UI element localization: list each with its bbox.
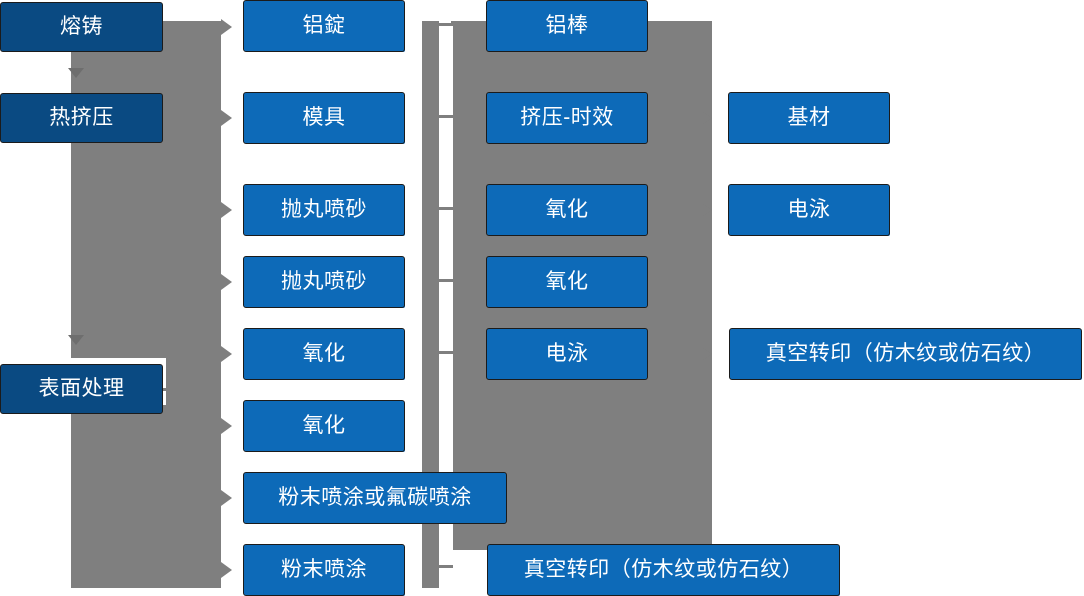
treatment-label-electrophoresis: 电泳 [545, 342, 589, 366]
op-label-powder-or-fluorocarbon: 粉末喷涂或氟碳喷涂 [278, 486, 472, 510]
op-label-shot-blasting-2: 抛丸喷砂 [281, 270, 367, 294]
op-label-powder-coating: 粉末喷涂 [281, 558, 367, 582]
stage-label-surface-treatment: 表面处理 [38, 377, 125, 401]
op-label-mold: 模具 [302, 106, 346, 130]
op-box-mold[interactable]: 模具 [243, 92, 405, 144]
arrow-to-op-8 [221, 562, 232, 578]
connector-tick-3 [439, 207, 453, 210]
arrow-to-op-2 [221, 110, 232, 126]
op-label-oxidation-1: 氧化 [302, 342, 346, 366]
arrow-to-result-2 [703, 204, 712, 216]
treatment-box-vacuum-transfer[interactable]: 真空转印（仿木纹或仿石纹） [487, 544, 840, 596]
arrow-to-op-7 [221, 490, 232, 506]
chevron-down-extrusion [68, 335, 84, 345]
stage-label-melting: 熔铸 [60, 15, 103, 39]
connector-tick-5 [439, 351, 453, 354]
treatment-box-oxidation-2[interactable]: 氧化 [486, 256, 648, 308]
arrow-to-op-3 [221, 202, 232, 218]
op-label-aluminum-ingot: 铝錠 [302, 14, 346, 38]
treatment-label-aluminum-bar: 铝棒 [545, 14, 589, 38]
treatment-label-extrusion-aging: 挤压-时效 [520, 106, 614, 130]
treatment-box-aluminum-bar[interactable]: 铝棒 [486, 0, 648, 52]
op-box-oxidation-1[interactable]: 氧化 [243, 328, 405, 380]
chevron-down-melting [68, 68, 84, 78]
result-label-electrophoresis: 电泳 [787, 198, 831, 222]
connector-bar-gap-1 [439, 26, 453, 115]
treatment-label-oxidation-2: 氧化 [545, 270, 589, 294]
result-box-base-material[interactable]: 基材 [728, 92, 890, 144]
stage-box-surface-treatment[interactable]: 表面处理 [0, 364, 163, 414]
op-label-oxidation-2: 氧化 [302, 414, 346, 438]
connector-bar-gap-4 [439, 282, 453, 351]
op-label-shot-blasting-1: 抛丸喷砂 [281, 198, 367, 222]
treatment-box-oxidation-1[interactable]: 氧化 [486, 184, 648, 236]
result-box-electrophoresis[interactable]: 电泳 [728, 184, 890, 236]
connector-tick-1 [439, 23, 453, 26]
arrow-to-op-4 [221, 274, 232, 290]
connector-tick-2 [439, 115, 453, 118]
op-box-powder-coating[interactable]: 粉末喷涂 [243, 544, 405, 596]
treatment-box-extrusion-aging[interactable]: 挤压-时效 [486, 92, 648, 144]
connector-bar-narrow [422, 21, 439, 588]
arrow-to-op-6 [221, 418, 232, 434]
op-box-aluminum-ingot[interactable]: 铝錠 [243, 0, 405, 52]
treatment-label-vacuum-transfer: 真空转印（仿木纹或仿石纹） [523, 558, 804, 582]
op-box-powder-or-fluorocarbon[interactable]: 粉末喷涂或氟碳喷涂 [243, 472, 507, 524]
connector-bar-gap-2 [439, 118, 453, 207]
arrow-to-op-5 [221, 346, 232, 362]
stage-box-melting[interactable]: 熔铸 [0, 2, 163, 52]
op-box-shot-blasting-2[interactable]: 抛丸喷砂 [243, 256, 405, 308]
connector-tick-6 [439, 565, 453, 568]
result-label-vacuum-transfer: 真空转印（仿木纹或仿石纹） [765, 342, 1046, 366]
arrow-to-op-1 [221, 19, 232, 35]
op-box-oxidation-2[interactable]: 氧化 [243, 400, 405, 452]
connector-tick-4 [439, 279, 453, 282]
arrow-to-result-3 [703, 348, 712, 360]
treatment-box-electrophoresis[interactable]: 电泳 [486, 328, 648, 380]
connector-trunk-left-lower [166, 358, 221, 588]
connector-bar-gap-5 [439, 354, 453, 565]
connector-bar-gap-3 [439, 210, 453, 279]
result-box-vacuum-transfer[interactable]: 真空转印（仿木纹或仿石纹） [729, 328, 1082, 380]
result-label-base-material: 基材 [787, 106, 831, 130]
treatment-label-oxidation-1: 氧化 [545, 198, 589, 222]
op-box-shot-blasting-1[interactable]: 抛丸喷砂 [243, 184, 405, 236]
connector-stub-surface-treatment [163, 388, 185, 391]
stage-box-hot-extrusion[interactable]: 热挤压 [0, 93, 163, 143]
stage-label-hot-extrusion: 热挤压 [49, 106, 114, 130]
arrow-to-result-1 [703, 112, 712, 124]
